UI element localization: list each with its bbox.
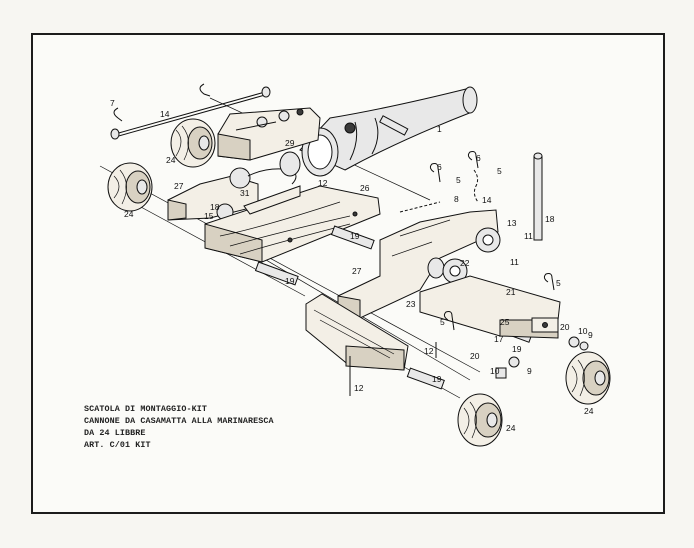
- label-31: 31: [240, 188, 250, 198]
- label-12-a: 12: [424, 346, 434, 356]
- label-5-c: 5: [556, 278, 561, 288]
- label-5-d: 5: [440, 317, 445, 327]
- base-plate: [204, 185, 381, 263]
- label-23: 23: [406, 299, 416, 309]
- label-18: 18: [545, 214, 555, 224]
- label-7: 7: [110, 98, 115, 108]
- label-6-a: 6: [437, 162, 442, 172]
- label-147: 14: [482, 195, 492, 205]
- label-19-c: 19: [512, 344, 522, 354]
- label-9-b: 9: [527, 366, 532, 376]
- label-32: 12: [318, 178, 328, 188]
- label-19-b: 19: [285, 276, 295, 286]
- caption-block: SCATOLA DI MONTAGGIO-KIT CANNONE DA CASA…: [84, 403, 274, 451]
- part-number-labels: 1 7 14 24 24 27 29 31 12 26 18 15 19 19 …: [110, 98, 594, 433]
- label-10-b: 10: [490, 366, 500, 376]
- label-14: 14: [160, 109, 170, 119]
- label-22: 22: [460, 258, 470, 268]
- rear-cheek: [337, 209, 499, 319]
- label-29: 29: [285, 138, 295, 148]
- label-12-b: 12: [354, 383, 364, 393]
- caption-line-4: ART. C/01 KIT: [84, 440, 151, 450]
- label-13: 13: [507, 218, 517, 228]
- label-27-front: 27: [174, 181, 184, 191]
- wheel-rear-right: [565, 351, 611, 405]
- label-5-a: 5: [456, 175, 461, 185]
- label-6-b: 6: [476, 153, 481, 163]
- label-24-left: 24: [124, 209, 134, 219]
- caption-line-2: CANNONE DA CASAMATTA ALLA MARINARESCA: [84, 416, 274, 426]
- label-20-a: 20: [560, 322, 570, 332]
- label-18-small: 18: [210, 202, 220, 212]
- label-19-d: 19: [432, 374, 442, 384]
- caption-line-3: DA 24 LIBBRE: [84, 428, 146, 438]
- label-27-rear: 27: [352, 266, 362, 276]
- caption-line-1: SCATOLA DI MONTAGGIO-KIT: [84, 404, 208, 414]
- label-11-b: 11: [510, 257, 519, 267]
- label-19-a: 19: [350, 231, 360, 241]
- support-block: [305, 293, 409, 371]
- rear-transom: [419, 275, 561, 339]
- quoin-wedge: [243, 151, 301, 215]
- label-24-rear-right: 24: [584, 406, 594, 416]
- label-15: 15: [204, 211, 214, 221]
- wheel-upper: [170, 118, 216, 168]
- rammer-rod: [110, 83, 271, 140]
- label-9-a: 9: [588, 330, 593, 340]
- label-5-b: 5: [497, 166, 502, 176]
- label-25: 25: [500, 317, 510, 327]
- label-10-a: 10: [578, 326, 588, 336]
- drawing-frame: [31, 33, 665, 514]
- label-17: 17: [494, 334, 504, 344]
- chain: [399, 169, 479, 213]
- cannon-barrel: [299, 86, 478, 177]
- label-8: 8: [454, 194, 459, 204]
- washers: [495, 336, 589, 379]
- wheel-left: [107, 162, 153, 212]
- label-20-b: 20: [470, 351, 480, 361]
- label-11-a: 11: [524, 231, 533, 241]
- handspike: [533, 152, 543, 241]
- label-24-rear-left: 24: [506, 423, 516, 433]
- gear-pair: [442, 227, 501, 284]
- upper-cheek: [217, 107, 321, 161]
- hooks-and-pins: [349, 151, 555, 396]
- label-1: 1: [437, 124, 442, 134]
- wheel-rear-left: [457, 393, 503, 447]
- label-21: 21: [506, 287, 516, 297]
- label-26: 26: [360, 183, 370, 193]
- label-24-upper: 24: [166, 155, 176, 165]
